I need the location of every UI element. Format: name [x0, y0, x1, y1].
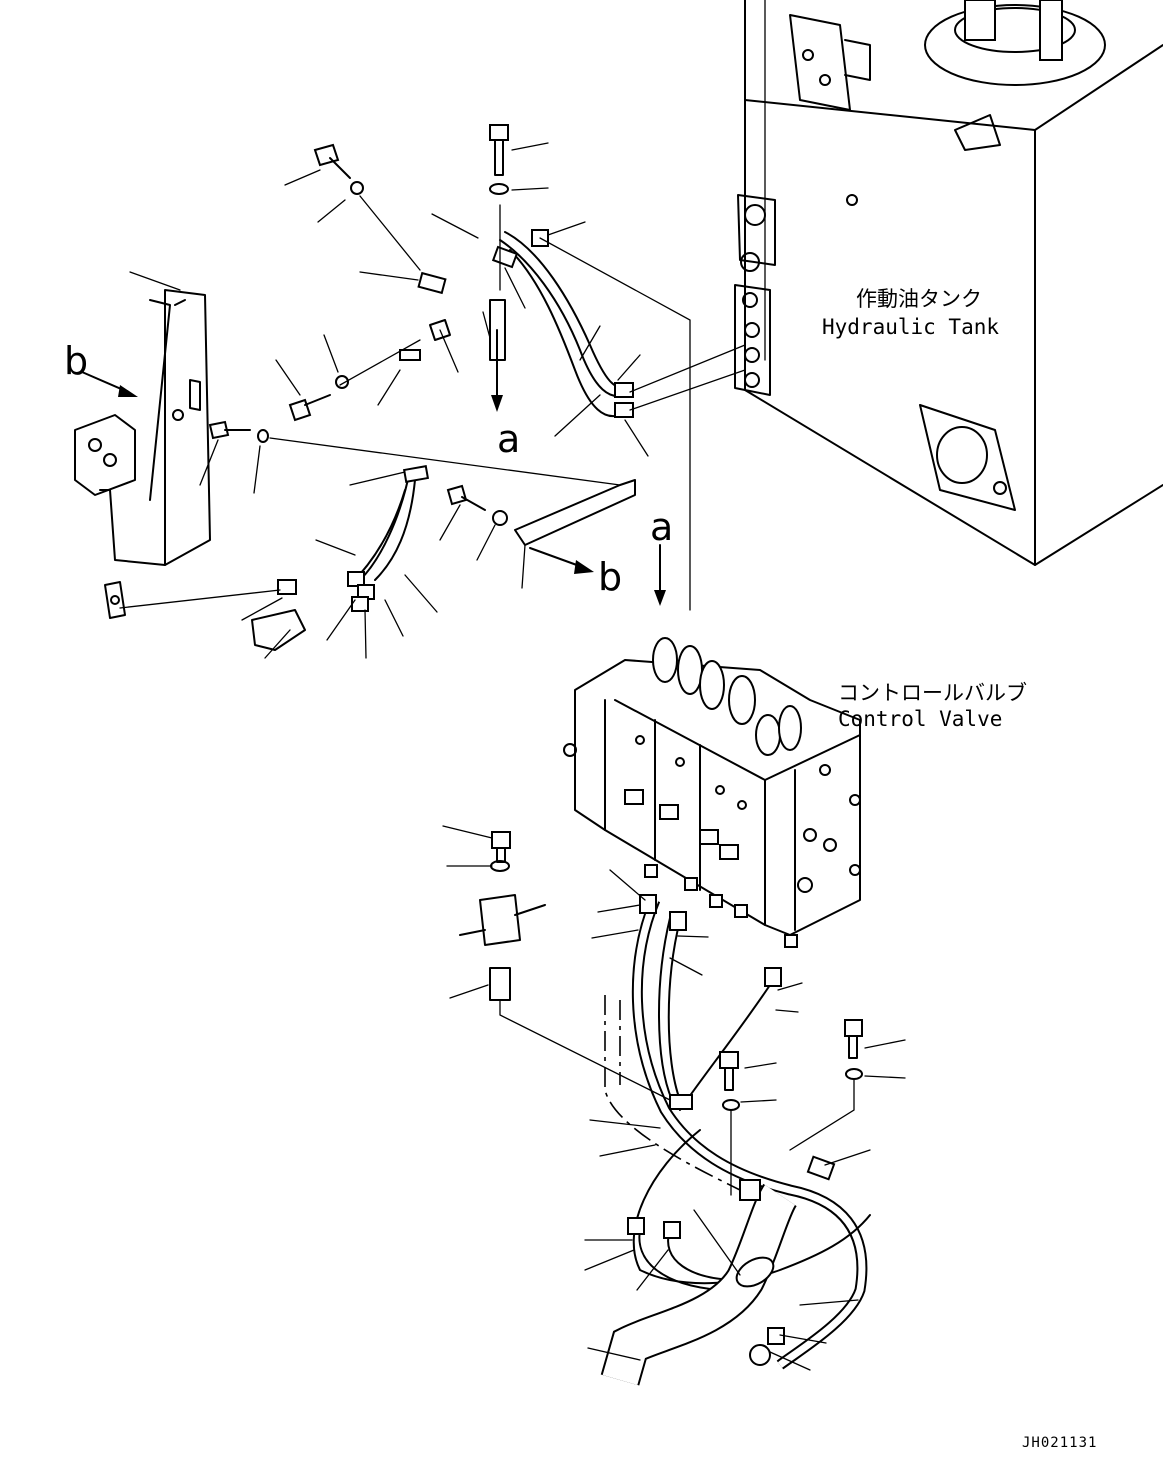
ref-b-left: b	[64, 339, 88, 383]
ref-a-upper: a	[497, 417, 520, 461]
reference-arrows	[81, 329, 666, 606]
lower-leader-lines	[442, 825, 906, 1371]
tank-label-jp: 作動油タンク	[856, 287, 982, 311]
upper-leader-lines	[119, 142, 746, 659]
upper-fasteners	[208, 124, 636, 651]
valve-label-en: Control Valve	[838, 707, 1002, 731]
ref-a-lower: a	[650, 505, 673, 549]
tank-label-en: Hydraulic Tank	[822, 315, 999, 339]
mounting-bracket	[74, 289, 211, 619]
drawing-code: JH021131	[1022, 1435, 1097, 1451]
ref-b-right: b	[598, 555, 622, 599]
hydraulic-tank	[734, 0, 1163, 566]
lower-hose-harness	[600, 894, 871, 1386]
lower-fasteners	[459, 831, 863, 1111]
valve-label-jp: コントロールバルブ	[838, 681, 1027, 705]
control-valve	[563, 637, 861, 948]
upper-hose-harness	[277, 229, 634, 612]
